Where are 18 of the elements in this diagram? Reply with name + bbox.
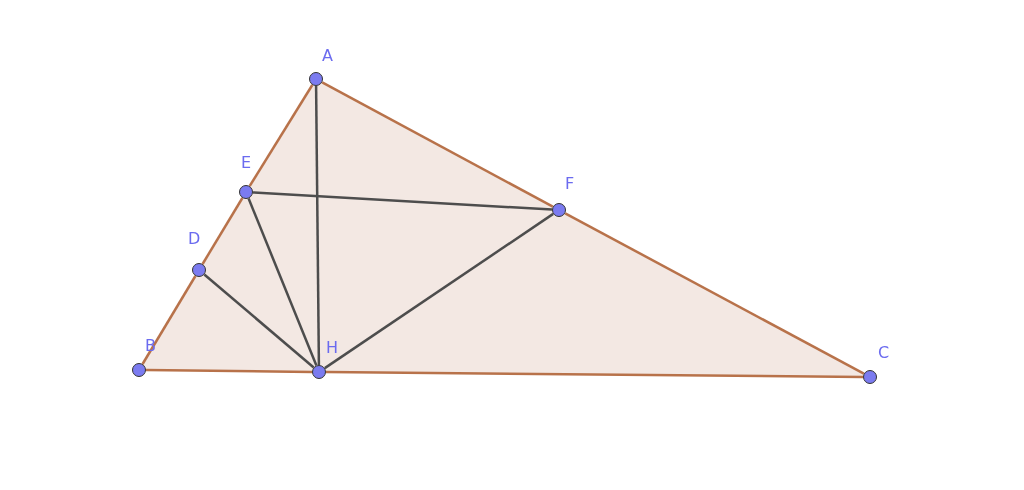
line-segment (248, 84, 314, 187)
line-segment (564, 212, 865, 375)
line-segment (201, 197, 244, 265)
line-segment (326, 370, 863, 379)
line-segment (146, 368, 312, 374)
point-label: A (322, 47, 333, 65)
line-segment (252, 191, 553, 211)
point-label: H (326, 339, 339, 357)
line-segment (321, 81, 554, 208)
line-segment (324, 212, 554, 370)
line-segment (203, 273, 315, 369)
line-segment (314, 86, 321, 365)
line-segment (247, 198, 318, 366)
point-label: C (878, 344, 890, 362)
point-label: F (565, 175, 575, 193)
line-segment (141, 275, 197, 365)
point-label: E (241, 154, 252, 172)
point-label: D (188, 230, 201, 248)
